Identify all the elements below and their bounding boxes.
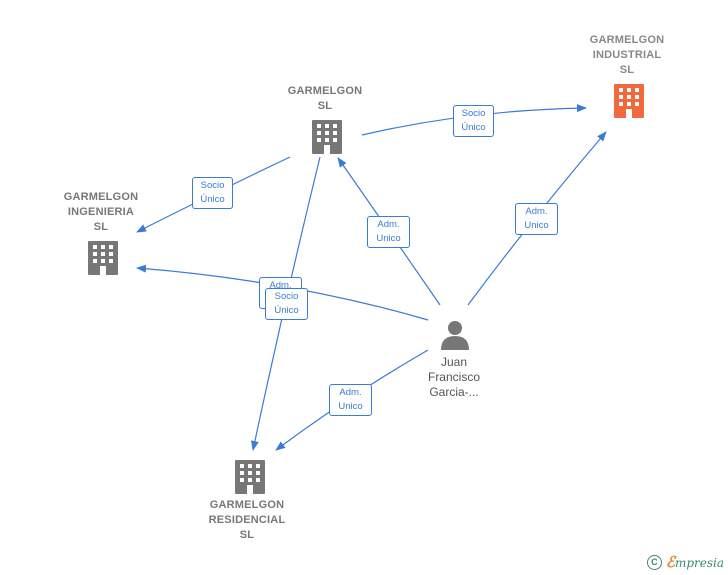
node-garmelgon-sl-label[interactable]: GARMELGON SL [287,85,363,112]
person-icon [441,321,469,350]
node-garmelgon-ingenieria-label[interactable]: GARMELGON INGENIERIA SL [63,191,139,233]
garmelgon-residencial-building-icon [235,460,265,494]
edge-label-sl-residencial: Socio Único [265,288,308,320]
edge-label-person-industrial: Adm. Unico [515,203,558,235]
garmelgon-industrial-building-icon [614,84,644,118]
edge-label-person-residencial: Adm. Unico [329,384,372,416]
node-garmelgon-residencial-label[interactable]: GARMELGON RESIDENCIAL SL [208,499,286,541]
edge-label-person-sl: Adm. Unico [367,216,410,248]
brand-logo: ℰmpresia [665,552,724,571]
edge-label-sl-ingenieria: Socio Único [192,177,233,209]
node-garmelgon-industrial-label[interactable]: GARMELGON INDUSTRIAL SL [589,34,665,76]
edge-label-sl-industrial: Socio Único [453,105,494,137]
brand-footer[interactable]: C ℰmpresia [646,552,724,571]
node-person-label[interactable]: Juan Francisco Garcia-... [427,355,480,399]
garmelgon-ingenieria-building-icon [88,241,118,275]
copyright-icon: C [646,554,662,570]
garmelgon-sl-building-icon [312,120,342,154]
